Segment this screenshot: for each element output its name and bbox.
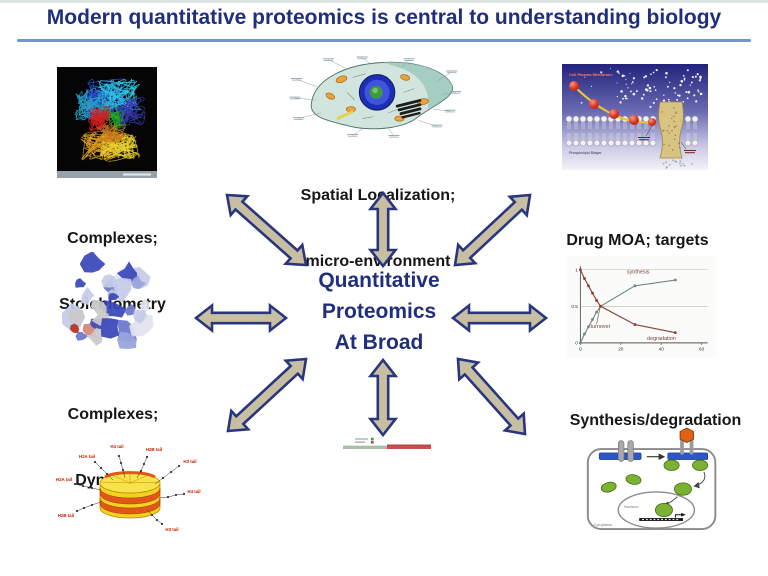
arrow-southeast	[456, 357, 527, 436]
label-line: Complexes;	[67, 406, 159, 423]
cell-diagram-image	[289, 56, 462, 138]
x-tick-label: 20	[618, 346, 624, 351]
active-receptor-complex	[663, 427, 709, 471]
nucleus-outline	[617, 491, 696, 529]
nucleosome-image: H4 tail H2B tail H2A tail H3 tail H2A ta…	[56, 444, 201, 532]
cytoplasmic-proteins	[600, 474, 692, 496]
protein-blobs	[62, 252, 154, 349]
hub-title: Quantitative Proteomics At Broad	[299, 265, 459, 358]
chart-annotation: synthesis	[627, 269, 650, 275]
tail-label: H4 tail	[110, 444, 123, 449]
hub-line: Quantitative	[318, 269, 440, 292]
signaling-pathway-image: Nucleus Cytoplasm	[586, 427, 717, 530]
transcription-arrow	[681, 512, 686, 517]
label-line: Drug MOA; targets	[566, 232, 709, 249]
centriole	[336, 110, 354, 121]
label-epigenetics: Epigenetics	[40, 538, 205, 576]
x-tick-label: 0	[579, 346, 582, 351]
golgi-stack	[395, 99, 422, 119]
tail-labels: H4 tail H2B tail H2A tail H3 tail H2A ta…	[56, 444, 201, 532]
histone-cylinder	[99, 471, 161, 519]
title-underline	[17, 39, 751, 42]
cell-outline	[586, 448, 717, 530]
label-line: Complexes;	[67, 230, 158, 247]
protein-blobs-image	[62, 252, 154, 349]
transcription-factor	[654, 502, 673, 518]
membrane-caption: Cell Plasma Membrane	[569, 72, 613, 77]
label-synthesis-degradation: Synthesis/degradation	[548, 366, 763, 476]
dna-band-front-2	[99, 497, 161, 515]
tail-label: H2B tail	[58, 513, 74, 518]
arrow-south	[367, 357, 399, 438]
arrow-west	[193, 302, 289, 334]
drug-molecule-dots	[580, 67, 703, 108]
tail-label: H4 tail	[187, 489, 200, 494]
activation-arrow	[646, 453, 666, 461]
nucleolus-highlight	[372, 87, 378, 94]
label-drug-moa: Drug MOA; targets	[540, 186, 735, 296]
slide-edge-artifact	[0, 0, 768, 3]
drug-membrane-image: Cell Plasma Membrane Phospholipid Bilaye…	[562, 64, 708, 170]
cell-label-callouts	[289, 56, 462, 138]
mitochondria	[325, 74, 429, 122]
hub-line: At Broad	[334, 331, 424, 354]
histone-segments	[100, 473, 160, 484]
permeated-molecule-dots	[662, 159, 693, 169]
cytoskeleton-lines	[346, 73, 415, 119]
image-credit-text-blur	[123, 173, 151, 176]
callout-line	[680, 141, 687, 150]
g-protein	[663, 459, 680, 471]
dna-element	[639, 512, 686, 521]
image-credit-strip	[57, 171, 157, 178]
y-tick-label: 1	[575, 268, 578, 273]
dna-band-front-1	[99, 487, 161, 505]
y-tick-label: 0.5	[571, 304, 578, 309]
cytoplasm-caption: Cytoplasm	[594, 522, 614, 527]
chart-annotation: turnover	[591, 324, 611, 330]
x-tick-label: 40	[659, 346, 665, 351]
label-disease-biomarkers: Disease Biomarkers	[295, 541, 485, 576]
cell-cortex-region	[382, 62, 453, 110]
ligand-hexagon	[679, 427, 694, 443]
channel-speckles	[661, 107, 681, 151]
inactive-receptor	[598, 440, 642, 462]
histone-tails	[73, 454, 186, 526]
drug-spheres	[569, 81, 656, 126]
x-tick-label: 60	[699, 346, 705, 351]
g-protein	[692, 459, 709, 471]
channel-callout-text-blur	[638, 137, 696, 154]
tail-label: H2B tail	[146, 447, 162, 452]
tail-label: H3 tail	[183, 459, 196, 464]
protein-ribbon-squiggles	[74, 78, 146, 162]
callout-line	[645, 125, 653, 137]
chart-annotation: degradation	[647, 336, 676, 342]
tail-label: H3 tail	[165, 527, 178, 532]
label-line: Synthesis/degradation	[569, 412, 742, 429]
dna-band-rear	[104, 471, 156, 479]
hub-line: Proteomics	[321, 300, 437, 323]
ion-channel-protein	[658, 101, 684, 159]
y-tick-label: 0	[575, 341, 578, 346]
arrow-southwest	[226, 357, 308, 433]
synthesis-degradation-chart: 0 0.5 1 0 20 40 60 synthesis turnover degradation	[566, 256, 716, 357]
label-signaling-pathways: Signaling; Pathways	[565, 538, 750, 576]
tail-label: H2A tail	[79, 454, 95, 459]
bilayer-caption: Phospholipid Bilayer	[569, 151, 602, 155]
biomarker-heatmap-image	[343, 437, 431, 449]
tail-label: H2A tail	[56, 477, 72, 482]
protein-complex-image	[57, 67, 157, 178]
label-line: Spatial Localization;	[300, 187, 456, 204]
nucleus-caption: Nucleus	[624, 504, 638, 509]
slide-title: Modern quantitative proteomics is centra…	[46, 6, 722, 29]
